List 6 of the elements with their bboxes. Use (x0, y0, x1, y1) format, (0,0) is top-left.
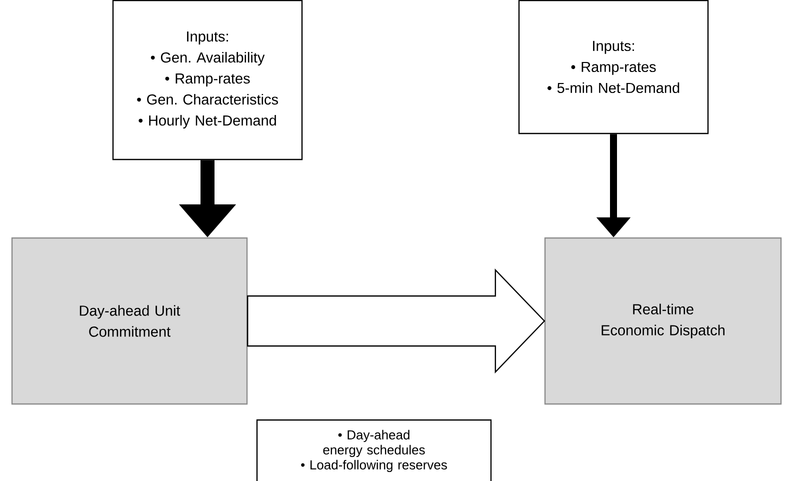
block-arrow (247, 268, 546, 374)
process-box: Day-ahead Unit Commitment (11, 237, 248, 405)
input-box: Inputs: • Ramp-rates • 5-min Net-Demand (518, 0, 709, 134)
output-box: • Day-ahead energy schedules • Load-following reserves (256, 419, 492, 481)
input-box: Inputs: • Gen. Availability • Ramp-rates • Gen. Characteristics • Hourly Net-Demand (112, 0, 303, 160)
process-box: Real-time Economic Dispatch (544, 237, 782, 405)
